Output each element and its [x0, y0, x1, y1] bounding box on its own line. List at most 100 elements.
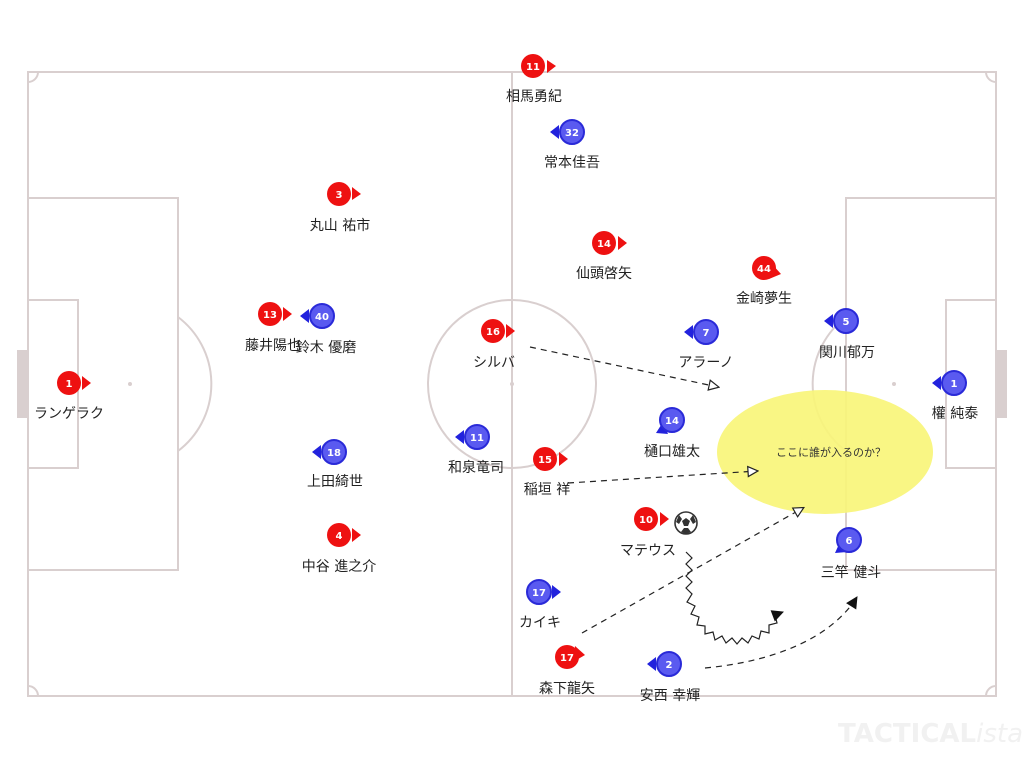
player-disc — [327, 523, 351, 547]
right-penalty-area — [845, 197, 997, 571]
player-token[interactable]: 2 安西 幸輝 — [640, 651, 700, 704]
player-direction-marker — [647, 657, 656, 671]
player-number: 1 — [951, 379, 958, 390]
player-disc — [321, 439, 347, 465]
player-number: 7 — [703, 328, 710, 339]
player-token[interactable]: 1 權 純泰 — [932, 370, 978, 422]
player-disc — [327, 182, 351, 206]
player-number: 2 — [666, 660, 673, 671]
player-disc — [634, 507, 658, 531]
player-disc — [592, 231, 616, 255]
player-token[interactable]: 6 三竿 健斗 — [821, 527, 881, 581]
player-disc — [309, 303, 335, 329]
player-name: アラーノ — [678, 355, 733, 371]
player-disc — [559, 119, 585, 145]
player-token[interactable]: 17 カイキ — [519, 579, 561, 631]
player-name: シルバ — [473, 355, 515, 371]
player-disc — [258, 302, 282, 326]
player-disc — [521, 54, 545, 78]
center-spot — [510, 382, 514, 386]
player-token[interactable]: 14 樋口雄太 — [644, 407, 700, 460]
player-disc — [481, 319, 505, 343]
player-name: 稲垣 祥 — [524, 482, 570, 498]
player-direction-marker — [82, 376, 91, 390]
soccer-ball-icon — [674, 511, 698, 535]
player-name: 三竿 健斗 — [821, 565, 881, 581]
player-disc — [659, 407, 685, 433]
player-disc — [555, 645, 579, 669]
player-direction-marker — [547, 60, 556, 73]
player-token[interactable]: 17 森下龍矢 — [539, 645, 595, 697]
player-direction-marker — [455, 430, 464, 444]
player-token[interactable]: 3 丸山 祐市 — [310, 182, 370, 234]
player-direction-marker — [684, 325, 693, 339]
player-token[interactable]: 11 和泉竜司 — [448, 424, 504, 476]
player-direction-marker — [300, 309, 309, 323]
player-number: 11 — [526, 62, 540, 73]
watermark-logo: TACTICALista — [838, 719, 1023, 749]
player-direction-marker — [312, 445, 321, 459]
player-token[interactable]: 16 シルバ — [473, 319, 515, 371]
player-token[interactable]: 1 ランゲラク — [34, 371, 104, 422]
player-disc — [57, 371, 81, 395]
player-name: 丸山 祐市 — [310, 217, 370, 234]
player-token[interactable]: 11 相馬勇紀 — [506, 54, 562, 105]
player-disc — [941, 370, 967, 396]
player-disc — [693, 319, 719, 345]
corner-arc — [27, 71, 39, 83]
player-token[interactable]: 32 常本佳吾 — [544, 119, 600, 171]
target-zone — [717, 390, 933, 514]
player-name: 常本佳吾 — [544, 155, 600, 171]
player-name: カイキ — [519, 615, 561, 631]
corner-arc — [27, 685, 39, 697]
player-name: 金崎夢生 — [736, 291, 792, 307]
dribble-arrow-mateus — [685, 551, 784, 645]
run-arrow-morishita — [581, 508, 803, 634]
player-token[interactable]: 5 関川郁万 — [819, 308, 875, 361]
player-token[interactable]: 14 仙頭啓矢 — [576, 231, 632, 282]
player-token[interactable]: 18 上田綺世 — [307, 439, 363, 490]
player-number: 14 — [597, 239, 611, 250]
player-token[interactable]: 10 マテウス — [620, 507, 676, 559]
player-token[interactable]: 44 金崎夢生 — [736, 256, 792, 307]
player-token[interactable]: 4 中谷 進之介 — [302, 523, 376, 575]
player-direction-marker — [352, 187, 361, 200]
player-name: 相馬勇紀 — [506, 89, 562, 105]
player-number: 15 — [538, 455, 552, 466]
player-disc — [656, 651, 682, 677]
player-number: 5 — [843, 317, 850, 328]
player-token[interactable]: 15 稲垣 祥 — [524, 447, 570, 498]
player-number: 10 — [639, 515, 653, 526]
player-direction-marker — [618, 236, 627, 250]
movement-arrows — [529, 346, 858, 669]
player-name: マテウス — [620, 543, 676, 559]
left-goal — [17, 350, 28, 418]
player-number: 4 — [336, 531, 343, 542]
player-name: 森下龍矢 — [539, 680, 595, 697]
player-direction-marker — [932, 376, 941, 390]
player-disc — [464, 424, 490, 450]
player-token[interactable]: 40 鈴木 優磨 — [296, 303, 356, 356]
player-token[interactable]: 13 藤井陽也 — [245, 302, 301, 354]
player-number: 16 — [486, 327, 500, 338]
player-direction-marker — [660, 512, 669, 526]
right-goal — [996, 350, 1007, 418]
player-number: 40 — [315, 312, 329, 323]
player-token[interactable]: 7 アラーノ — [678, 319, 734, 371]
player-number: 11 — [470, 433, 484, 444]
corner-arc — [985, 71, 997, 83]
player-name: ランゲラク — [34, 406, 104, 422]
left-penalty-arc — [177, 316, 213, 452]
player-name: 權 純泰 — [932, 406, 978, 422]
player-direction-marker — [552, 585, 561, 599]
player-number: 14 — [665, 416, 679, 427]
player-direction-marker — [550, 125, 559, 139]
player-disc — [836, 527, 862, 553]
player-name: 藤井陽也 — [245, 338, 301, 354]
player-number: 44 — [757, 264, 771, 275]
player-disc — [533, 447, 557, 471]
player-direction-marker — [824, 314, 833, 328]
run-arrow-inagaki — [567, 471, 757, 484]
player-name: 鈴木 優磨 — [296, 340, 356, 356]
